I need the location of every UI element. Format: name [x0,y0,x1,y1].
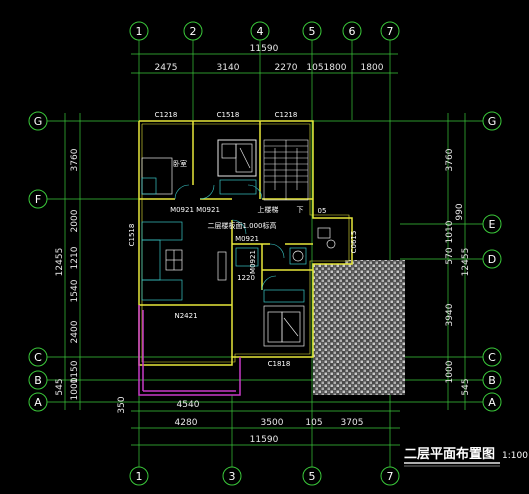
axis-label: 5 [309,470,316,483]
room-label-bedroom: 卧室 [173,159,187,168]
axis-grid-lines [47,40,483,467]
drawing-title: 二层平面布置图 [404,446,495,462]
door-label: M0921 [235,235,259,243]
axis-bubbles-top: 1 2 4 5 6 7 [129,21,400,41]
door-label: M0921 [196,206,220,214]
axis-label: 7 [387,470,394,483]
dim-segment: 545 [55,378,65,395]
room-label: 05 [318,207,327,215]
dimensions-right: 12455 3760 990 1010 570 3940 1000 545 [445,148,471,395]
axis-label: 4 [257,25,264,38]
room-labels: C1218 C1518 C1218 C1518 C1818 M0921 M092… [128,111,358,368]
axis-label: A [488,396,496,409]
axis-label: 3 [229,470,236,483]
stair-up-label: 上楼梯 [258,205,279,214]
window-label: C1518 [217,111,240,119]
dim-segment: 3140 [217,63,240,73]
dimension-lines [64,53,466,446]
balcony [138,305,241,396]
axis-label: G [34,115,43,128]
dim-segment: 105 [306,63,323,73]
walls-inner [141,123,350,363]
dim-segment: 1000 [445,360,455,383]
drawing-scale: 1:100 [502,451,528,461]
dim-segment: 1000 [70,377,80,400]
dim-segment: 1540 [70,279,80,302]
dim-segment: 990 [455,203,465,220]
axis-label: G [488,115,497,128]
axis-bubbles-left: G F C B A [28,111,48,412]
dim-segment: 2400 [70,320,80,343]
dim-segment: 1800 [361,63,384,73]
dim-segment: 3760 [445,148,455,171]
dim-segment: 1150 [70,360,80,383]
axis-label: 1 [136,470,143,483]
window-label: C1518 [128,224,136,247]
dim-balcony: 4540 [177,400,200,410]
dim-overall-right: 12455 [461,248,471,277]
window-label: C1218 [155,111,178,119]
axis-label: 1 [136,25,143,38]
axis-label: F [35,193,41,206]
dim-segment: 1210 [70,246,80,269]
dim-segment: 3760 [70,148,80,171]
axis-label: 2 [190,25,197,38]
door-label: 1220 [237,274,255,282]
dim-segment: 105 [305,418,322,428]
staircase [263,139,309,201]
dim-segment: 2000 [70,209,80,232]
dim-segment: 570 [445,247,455,264]
door-label: N2421 [174,312,197,320]
axis-bubbles-right: G E D C B A [482,111,502,412]
dimensions-top: 11590 2475 3140 2270 105 1800 1800 [155,44,384,73]
dim-overall-left: 12455 [55,248,65,277]
furniture [141,139,336,347]
door-label: M0921 [249,250,257,274]
slab-note: 二层楼板面1.000标高 [207,221,276,230]
axis-label: 7 [387,25,394,38]
dim-overall-top: 11590 [250,44,279,54]
stair-down-label: 下 [297,206,304,214]
door-label: M0921 [170,206,194,214]
axis-label: C [34,351,42,364]
dim-segment: 3940 [445,303,455,326]
walls [138,120,353,366]
roof-tile-area [313,260,405,395]
axis-label: A [34,396,42,409]
door-swings [174,184,285,291]
dim-segment: 3500 [261,418,284,428]
axis-bubbles-bottom: 1 3 5 7 [129,466,400,486]
dimensions-bottom: 4540 4280 3500 105 3705 11590 350 [117,396,363,445]
axis-label: 6 [349,25,356,38]
window-label: C1818 [268,360,291,368]
dim-segment: 1800 [324,63,347,73]
axis-label: B [488,374,496,387]
axis-label: C [488,351,496,364]
drawing-title-block: 二层平面布置图 1:100 [404,446,528,467]
dim-balcony-depth: 350 [117,396,127,413]
axis-label: D [488,253,496,266]
dim-segment: 4280 [175,418,198,428]
axis-label: B [34,374,42,387]
dim-segment: 2475 [155,63,178,73]
window-label: C0615 [350,231,358,254]
dim-segment: 545 [461,378,471,395]
window-label: C1218 [275,111,298,119]
dim-overall-bottom: 11590 [250,435,279,445]
dim-segment: 3705 [341,418,364,428]
axis-label: E [489,218,496,231]
dimensions-left: 12455 3760 2000 1210 1540 2400 1150 1000… [55,148,80,400]
axis-label: 5 [309,25,316,38]
dim-segment: 1010 [445,220,455,243]
dim-segment: 2270 [275,63,298,73]
